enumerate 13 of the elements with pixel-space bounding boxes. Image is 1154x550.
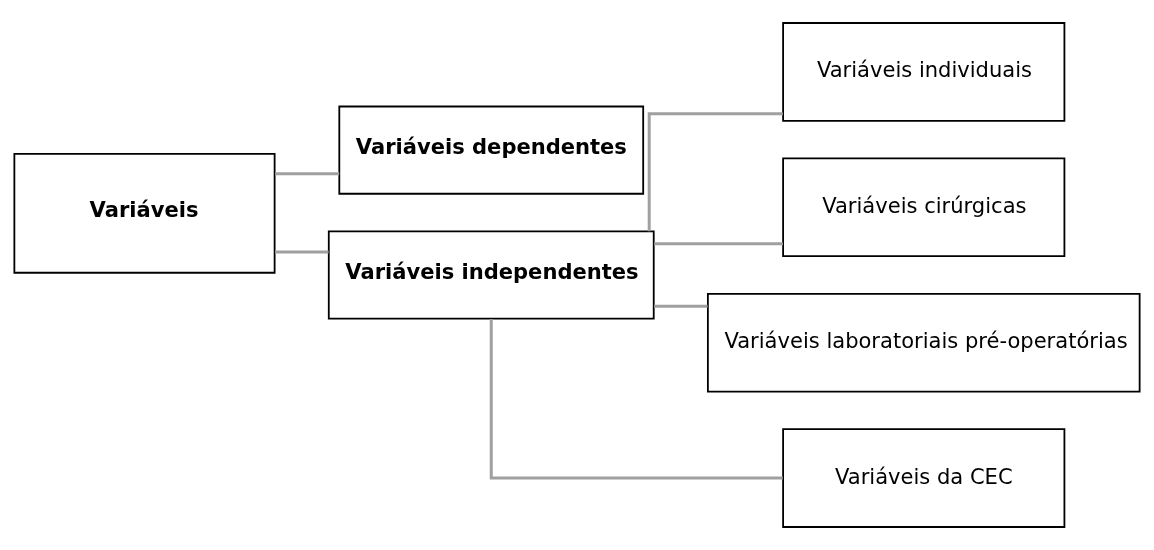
node-box: Variáveis [13,153,276,274]
node-box: Variáveis individuais [782,22,1066,122]
node-box: Variáveis da CEC [782,428,1066,528]
node-box: Variáveis cirúrgicas [782,157,1066,258]
connector [654,304,708,308]
node-box: Variáveis laboratoriais pré-operatórias [706,292,1141,393]
node-box: Variáveis independentes [327,230,655,320]
connector [647,112,783,232]
connector [275,172,340,176]
node-box: Variáveis dependentes [338,105,645,195]
connector [489,319,783,480]
connector [654,242,783,246]
connector [275,250,329,254]
